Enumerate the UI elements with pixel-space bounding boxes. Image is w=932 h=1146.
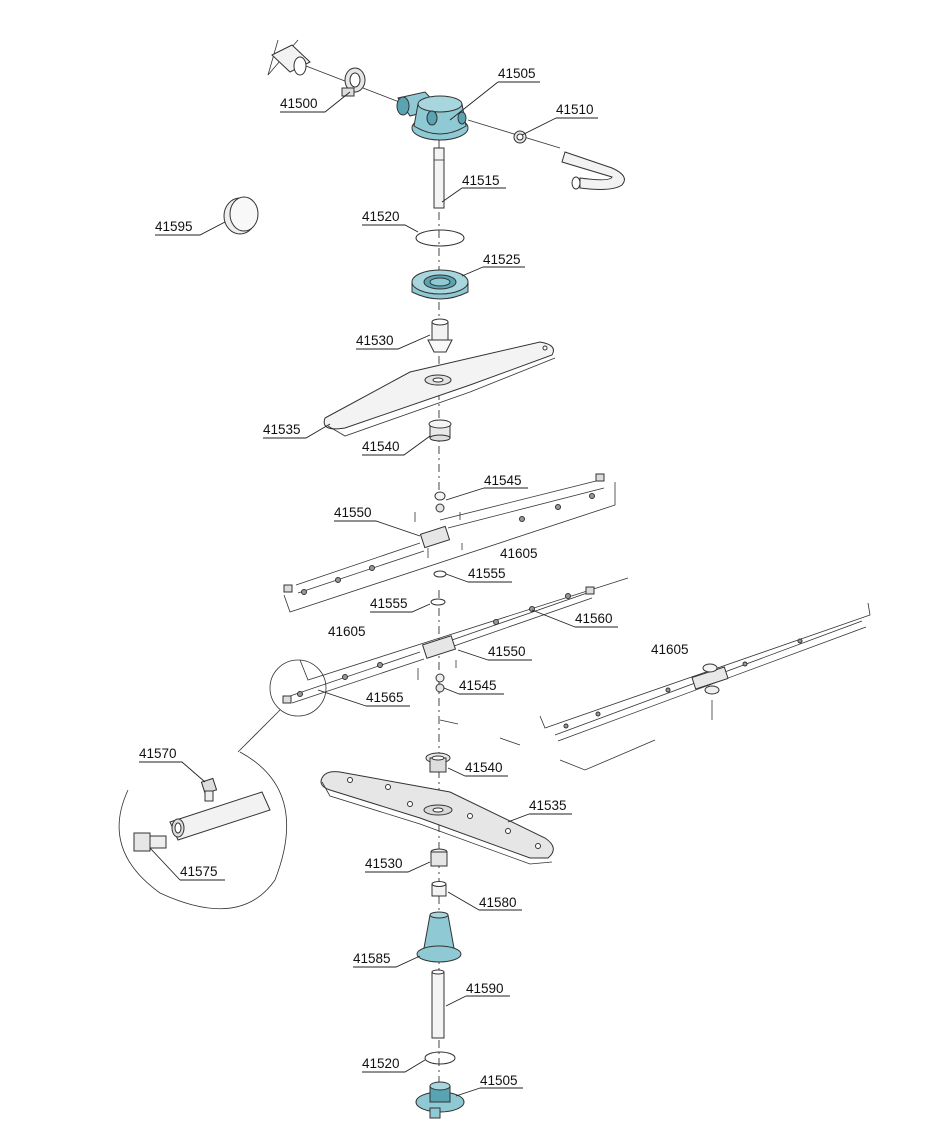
label-41530-lower: 41530: [365, 856, 403, 871]
spacer-41580: [431, 881, 447, 897]
nozzle-41570: [200, 777, 218, 802]
side-arm-41605: [439, 602, 871, 771]
bushing-41540-lower: [425, 752, 451, 773]
spray-arm-41535-top: [323, 341, 556, 437]
label-41580: 41580: [479, 895, 517, 910]
label-41585: 41585: [353, 951, 391, 966]
label-41510: 41510: [556, 102, 594, 117]
label-41545-lower: 41545: [459, 678, 497, 693]
label-41535-top: 41535: [263, 422, 301, 437]
label-41535-lower: 41535: [529, 798, 567, 813]
label-41590: 41590: [466, 981, 504, 996]
label-41530-top: 41530: [356, 333, 394, 348]
label-41565: 41565: [366, 690, 404, 705]
detail-view: [118, 751, 287, 910]
clip-41510: [513, 130, 527, 144]
label-41500: 41500: [280, 96, 318, 111]
label-41540-lower: 41540: [465, 760, 503, 775]
label-41575: 41575: [180, 864, 218, 879]
label-41550-lower: 41550: [488, 644, 526, 659]
cone-41585: [416, 911, 462, 963]
label-41525: 41525: [483, 252, 521, 267]
label-41515: 41515: [462, 173, 500, 188]
label-41550-upper: 41550: [334, 505, 372, 520]
label-41540-top: 41540: [362, 439, 400, 454]
outlet-pipe: [561, 151, 625, 190]
label-41605-lower: 41605: [328, 624, 366, 639]
hose-clamp-41500: [341, 67, 366, 97]
shaft-41590: [431, 969, 445, 1039]
label-41560: 41560: [575, 611, 613, 626]
cap-41595: [223, 196, 259, 235]
label-41595: 41595: [155, 219, 193, 234]
bearing-41530-lower: [430, 848, 448, 867]
label-41505-lower: 41505: [480, 1073, 518, 1088]
nut-41525: [411, 269, 469, 300]
hub-41505-lower: [415, 1081, 465, 1119]
label-41520-lower: 41520: [362, 1056, 400, 1071]
label-41555-lower: 41555: [370, 596, 408, 611]
leader-lines: [139, 81, 618, 1097]
spray-arm-41535-lower: [320, 771, 554, 865]
bushing-41540-top: [428, 419, 452, 442]
lower-arm-assembly: [237, 577, 629, 753]
label-41605-upper: 41605: [500, 546, 538, 561]
plug-41575: [133, 832, 167, 852]
label-41505-top: 41505: [498, 66, 536, 81]
detail-circle: [269, 659, 327, 717]
upper-arm-assembly: [283, 473, 616, 613]
label-41570: 41570: [139, 746, 177, 761]
shaft-41515: [433, 147, 445, 209]
bearing-41530-top: [427, 318, 453, 353]
hub-41505-top: [396, 91, 561, 149]
o-ring-41520-top: [415, 229, 465, 247]
label-41520-top: 41520: [362, 209, 400, 224]
label-41605-side: 41605: [651, 642, 689, 657]
part-labels: 41500 41505 41510 41515 41520 41595 4152…: [139, 66, 689, 1088]
label-41545-upper: 41545: [484, 473, 522, 488]
o-ring-41520-lower: [424, 1051, 456, 1065]
label-41555-upper: 41555: [468, 566, 506, 581]
